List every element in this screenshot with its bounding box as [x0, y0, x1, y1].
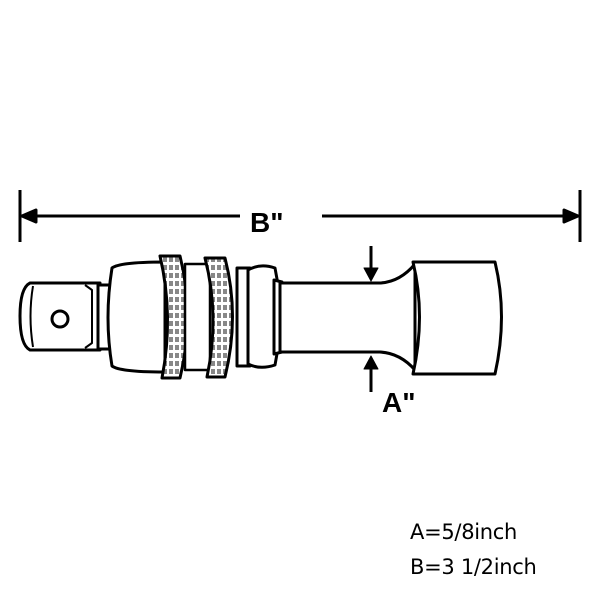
- dimension-b-label: B": [250, 207, 284, 238]
- socket-end: [411, 260, 503, 376]
- spec-b: B=3 1/2inch: [410, 555, 537, 579]
- body: [106, 260, 167, 374]
- shaft: [278, 262, 417, 372]
- dimension-a-label: A": [382, 387, 416, 418]
- detent-ball: [50, 309, 70, 329]
- spec-a: A=5/8inch: [410, 520, 518, 544]
- dimension-a-arrows: [363, 246, 379, 392]
- knurled-ring-2: [203, 256, 234, 379]
- dimension-b-line: [18, 190, 582, 242]
